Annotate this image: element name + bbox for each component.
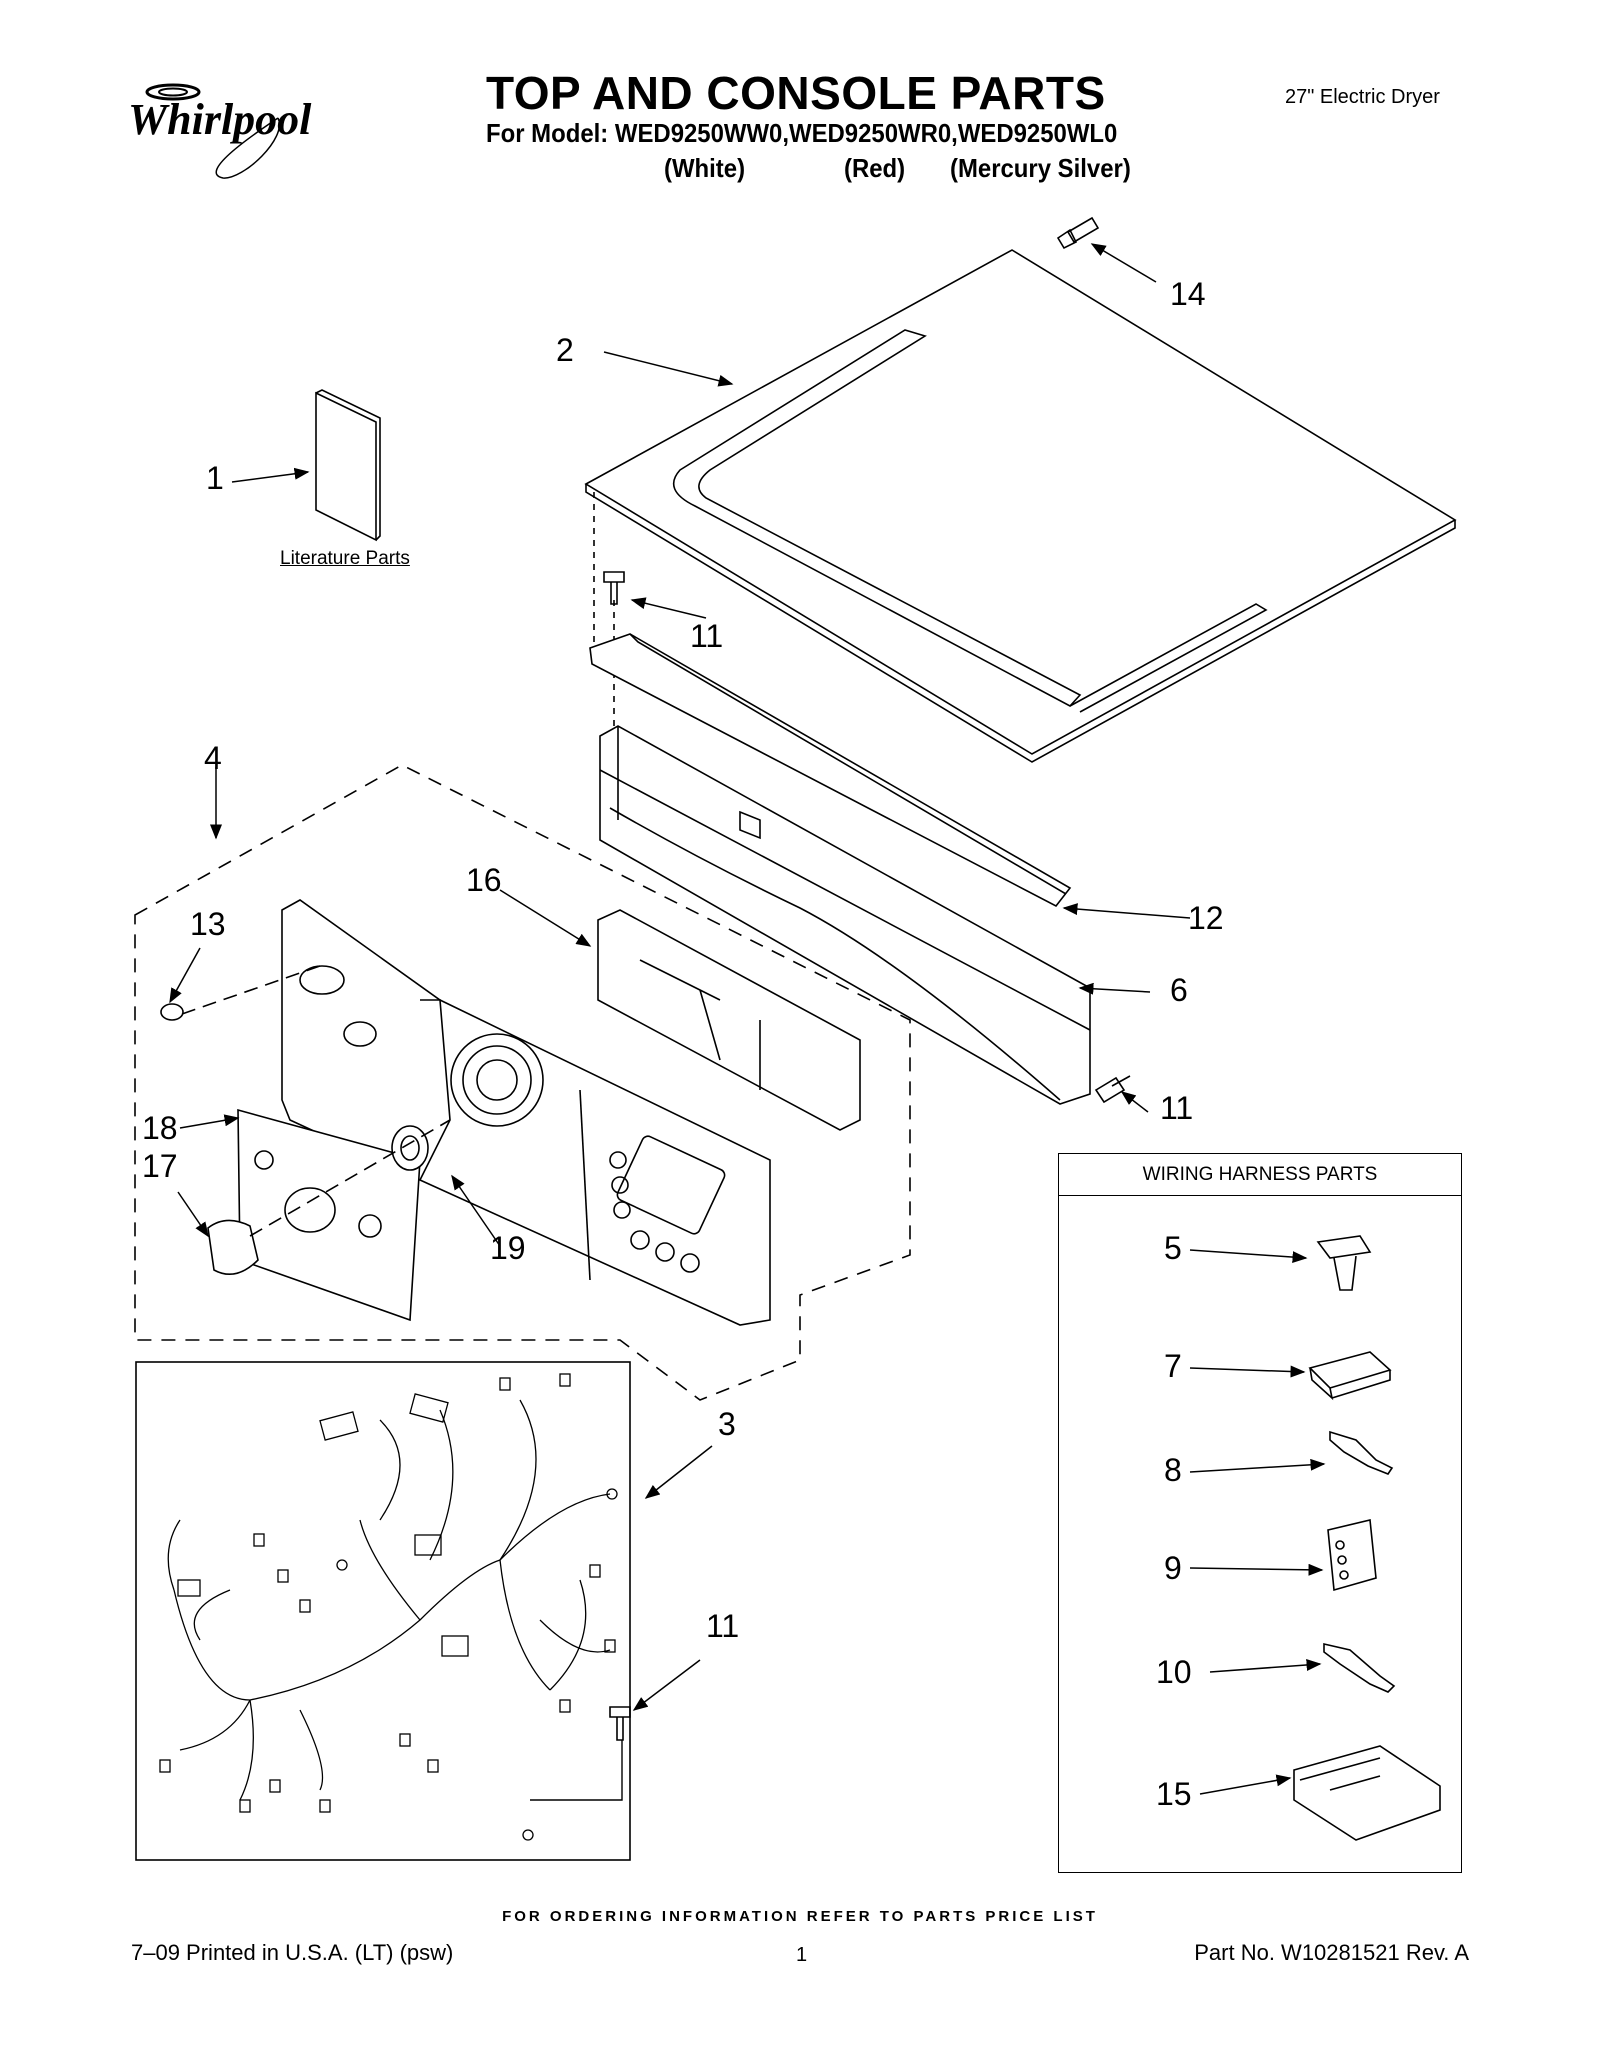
callout-13: 13 bbox=[190, 906, 226, 942]
connector-9 bbox=[1327, 1519, 1377, 1592]
svg-text:Whirlpool: Whirlpool bbox=[128, 95, 312, 144]
whirlpool-logo: Whirlpool bbox=[128, 78, 368, 188]
callout-11-right: 11 bbox=[1160, 1090, 1194, 1126]
page-number: 1 bbox=[796, 1944, 808, 1966]
harness-frame bbox=[135, 1361, 631, 1861]
console-assembly-boundary bbox=[134, 764, 911, 1401]
wiring-harness-parts-box: WIRING HARNESS PARTS bbox=[1058, 1153, 1462, 1873]
callout-6: 6 bbox=[1170, 972, 1188, 1008]
callout-2: 2 bbox=[556, 332, 574, 368]
connector-7 bbox=[1308, 1351, 1392, 1401]
wiring-harness bbox=[159, 1373, 618, 1841]
callout-1: 1 bbox=[206, 460, 224, 496]
callout-11-bottom: 11 bbox=[706, 1608, 740, 1644]
retainer-clip-5 bbox=[1316, 1235, 1372, 1291]
color-label-silver: (Mercury Silver) bbox=[950, 153, 1131, 183]
screw-11-bottom bbox=[609, 1706, 631, 1741]
callout-16: 16 bbox=[466, 862, 502, 898]
screw-14 bbox=[1056, 216, 1100, 250]
knob bbox=[207, 1219, 259, 1276]
screw-11-top bbox=[603, 571, 625, 605]
screw-11-right bbox=[1094, 1075, 1131, 1104]
part-number: Part No. W10281521 Rev. A bbox=[1194, 1940, 1469, 1965]
color-label-red: (Red) bbox=[844, 153, 906, 183]
literature-booklet bbox=[315, 389, 381, 542]
callout-7: 7 bbox=[1164, 1348, 1182, 1384]
callout-4: 4 bbox=[204, 740, 222, 776]
product-type: 27" Electric Dryer bbox=[1285, 86, 1440, 108]
callout-11-top: 11 bbox=[690, 618, 724, 654]
literature-parts-label: Literature Parts bbox=[280, 548, 410, 569]
rear-rail bbox=[589, 633, 1072, 908]
print-info: 7–09 Printed in U.S.A. (LT) (psw) bbox=[131, 1940, 454, 1965]
callout-8: 8 bbox=[1164, 1452, 1182, 1488]
callout-15: 15 bbox=[1156, 1776, 1192, 1812]
wiring-harness-parts-title: WIRING HARNESS PARTS bbox=[1059, 1154, 1461, 1196]
model-line: For Model: WED9250WW0,WED9250WR0,WED9250… bbox=[486, 118, 1118, 148]
callout-17: 17 bbox=[142, 1148, 178, 1184]
callout-5: 5 bbox=[1164, 1230, 1182, 1266]
color-label-white: (White) bbox=[664, 153, 746, 183]
callout-10: 10 bbox=[1156, 1654, 1192, 1690]
console-frame bbox=[599, 725, 1091, 1105]
callout-18: 18 bbox=[142, 1110, 178, 1146]
callout-12: 12 bbox=[1188, 900, 1224, 936]
callout-19: 19 bbox=[490, 1230, 526, 1266]
badge bbox=[160, 1003, 184, 1021]
control-bezel bbox=[237, 1108, 421, 1322]
console-panel bbox=[281, 899, 771, 1326]
terminal-10 bbox=[1323, 1642, 1396, 1693]
callout-3: 3 bbox=[718, 1406, 736, 1442]
callout-14: 14 bbox=[1170, 276, 1206, 312]
top-panel bbox=[584, 249, 1457, 763]
ui-board bbox=[597, 909, 861, 1131]
callout-9: 9 bbox=[1164, 1550, 1182, 1586]
ordering-note: FOR ORDERING INFORMATION REFER TO PARTS … bbox=[502, 1908, 1098, 1925]
encoder bbox=[391, 1125, 429, 1171]
page-title: TOP AND CONSOLE PARTS bbox=[486, 67, 1106, 119]
terminal-8 bbox=[1329, 1430, 1394, 1475]
connector-15 bbox=[1293, 1745, 1441, 1841]
